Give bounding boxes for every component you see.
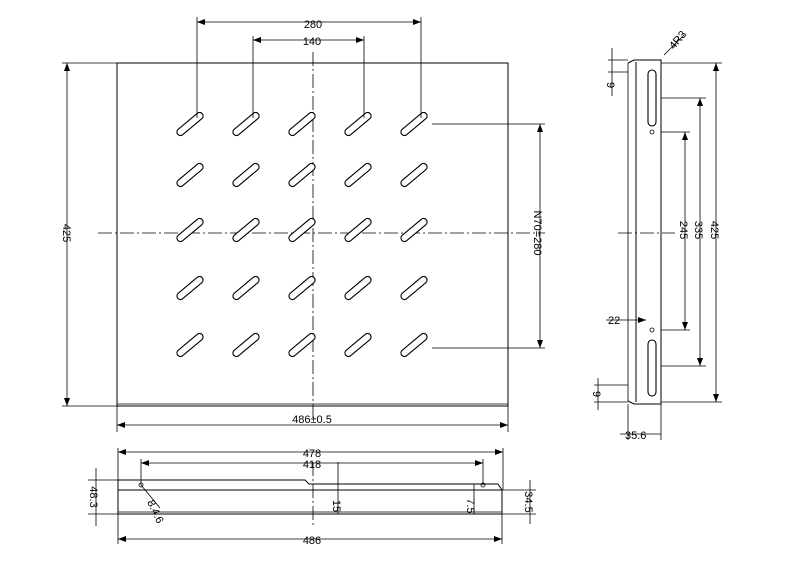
arrow-side-425-top bbox=[713, 63, 719, 71]
arrow-140-right bbox=[356, 37, 364, 43]
label-425: 425 bbox=[60, 224, 72, 242]
label-34: 34.5 bbox=[522, 491, 534, 512]
slot-r5-c1 bbox=[176, 332, 204, 358]
label-n70: N70=280 bbox=[531, 211, 543, 256]
slot-r1-c2 bbox=[232, 111, 260, 137]
bottom-view: 478 418 48.3 8.4.6 15 7.5 34.5 486 bbox=[87, 448, 536, 547]
slot-r4-c3 bbox=[288, 275, 316, 301]
label-335: 335 bbox=[692, 221, 704, 239]
slot-r5-c4 bbox=[344, 332, 372, 358]
label-15: 15 bbox=[330, 500, 342, 512]
side-slot-bottom bbox=[647, 339, 657, 397]
slot-r4-c2 bbox=[232, 275, 260, 301]
shelf-outline bbox=[116, 62, 509, 407]
slot-r2-c2 bbox=[232, 162, 260, 188]
arrow-335-bottom bbox=[697, 358, 703, 366]
arrow-418-left bbox=[141, 460, 149, 466]
front-view: 280 140 425 486±0.5 N70=280 bbox=[60, 17, 545, 432]
arrow-425-bottom bbox=[64, 398, 70, 406]
slot-r4-c5 bbox=[400, 275, 428, 301]
arrow-486-left bbox=[117, 422, 125, 428]
arrow-n70-bottom bbox=[537, 340, 543, 348]
label-48: 48.3 bbox=[87, 486, 99, 507]
ventilation-slots bbox=[176, 111, 428, 358]
arrow-bottom-486-right bbox=[494, 536, 502, 542]
label-478: 478 bbox=[303, 448, 321, 460]
slot-r3-c2 bbox=[232, 217, 260, 243]
arrow-n70-top bbox=[537, 124, 543, 132]
arrow-245-top bbox=[682, 132, 688, 140]
arrow-245-bottom bbox=[682, 322, 688, 330]
slot-r2-c5 bbox=[400, 162, 428, 188]
side-slot-top bbox=[647, 69, 657, 127]
arrow-486-right bbox=[500, 422, 508, 428]
label-486-tol: 486±0.5 bbox=[292, 414, 332, 426]
slot-r1-c3 bbox=[288, 111, 316, 137]
label-280: 280 bbox=[304, 19, 322, 31]
arrow-280-right bbox=[413, 19, 421, 25]
label-35: 35.6 bbox=[625, 430, 646, 442]
label-245: 245 bbox=[677, 221, 689, 239]
leader-4r3 bbox=[663, 34, 685, 56]
label-22: 22 bbox=[608, 315, 620, 327]
slot-r3-c3 bbox=[288, 217, 316, 243]
label-7-5: 7.5 bbox=[464, 498, 476, 513]
slot-r1-c4 bbox=[344, 111, 372, 137]
leader-hole bbox=[140, 484, 161, 509]
label-side-425: 425 bbox=[708, 221, 720, 239]
arrow-478-right bbox=[495, 449, 503, 455]
arrow-425-top bbox=[64, 63, 70, 71]
label-140: 140 bbox=[303, 36, 321, 48]
slot-r3-c1 bbox=[176, 217, 204, 243]
side-profile-outline bbox=[627, 59, 662, 405]
label-418: 418 bbox=[303, 459, 321, 471]
slot-r4-c1 bbox=[176, 275, 204, 301]
side-view: 4R3 9 245 335 425 22 9 bbox=[590, 29, 722, 442]
arrow-335-top bbox=[697, 98, 703, 106]
slot-r3-c5 bbox=[400, 217, 428, 243]
slot-r5-c5 bbox=[400, 332, 428, 358]
side-hole-bottom bbox=[649, 327, 655, 333]
arrow-418-right bbox=[475, 460, 483, 466]
label-9-top: 9 bbox=[604, 82, 616, 88]
arrow-22 bbox=[638, 317, 646, 323]
slot-r5-c2 bbox=[232, 332, 260, 358]
arrow-478-left bbox=[118, 449, 126, 455]
slot-r2-c3 bbox=[288, 162, 316, 188]
label-9-bottom: 9 bbox=[590, 391, 602, 397]
slot-r4-c4 bbox=[344, 275, 372, 301]
arrow-bottom-486-left bbox=[118, 536, 126, 542]
slot-r3-c4 bbox=[344, 217, 372, 243]
arrow-140-left bbox=[253, 37, 261, 43]
label-bottom-486: 486 bbox=[303, 535, 321, 547]
side-hole-top bbox=[649, 129, 655, 135]
bottom-profile-outline bbox=[117, 479, 503, 515]
slot-r5-c3 bbox=[288, 332, 316, 358]
slot-r1-c5 bbox=[400, 111, 428, 137]
arrow-280-left bbox=[197, 19, 205, 25]
slot-r2-c1 bbox=[176, 162, 204, 188]
arrow-side-425-bottom bbox=[713, 394, 719, 402]
slot-r1-c1 bbox=[176, 111, 204, 137]
slot-r2-c4 bbox=[344, 162, 372, 188]
